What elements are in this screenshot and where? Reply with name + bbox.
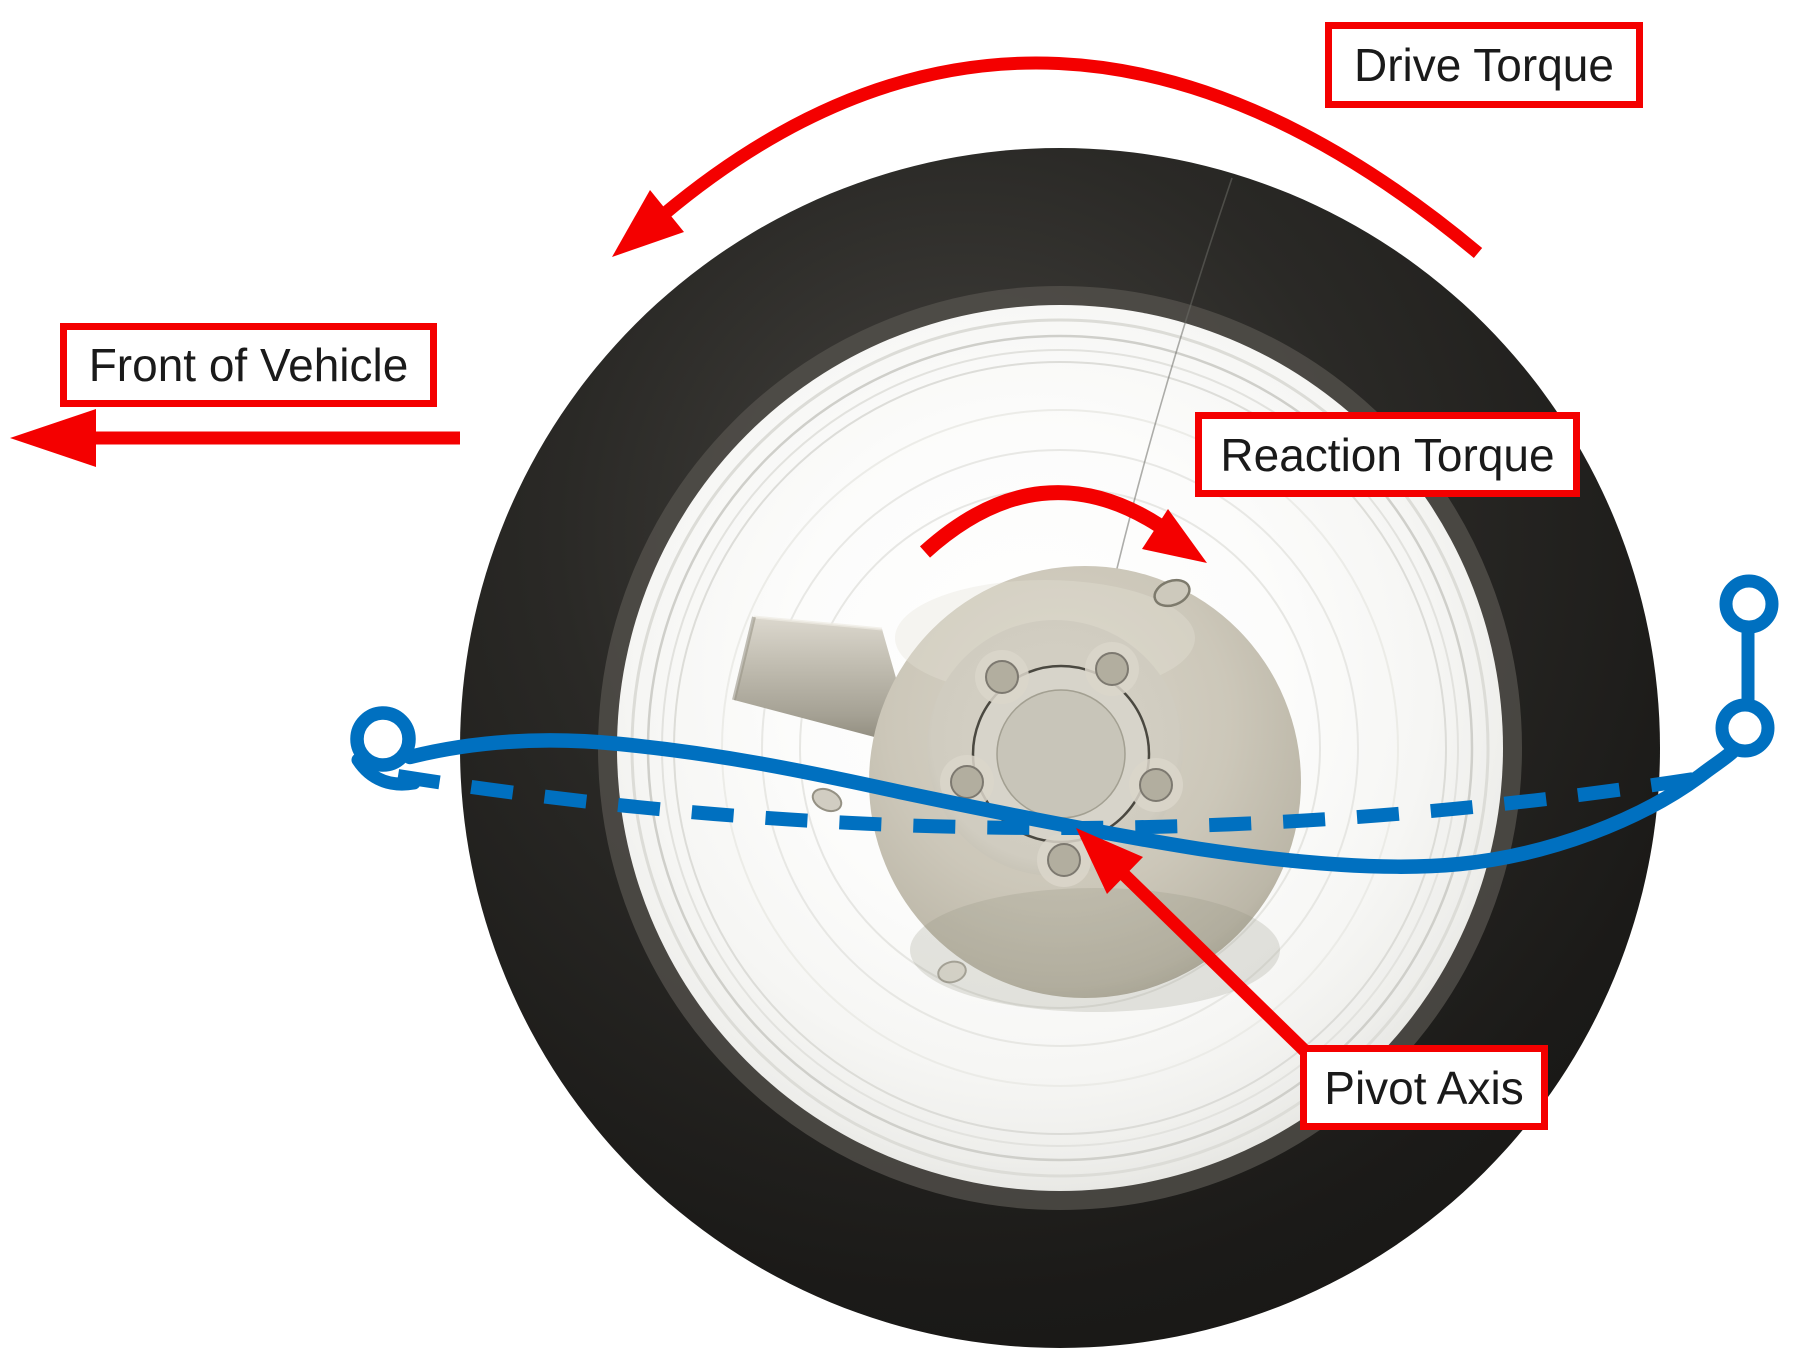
front-pivot-eye [350, 706, 416, 772]
drive-torque-arrow [612, 56, 1483, 258]
hub-center-disc [996, 689, 1126, 819]
pivot-axis-label: Pivot Axis [1300, 1045, 1548, 1130]
front-of-vehicle-label-text: Front of Vehicle [88, 339, 409, 391]
lower-link-eye [1715, 698, 1775, 758]
reaction-torque-label-text: Reaction Torque [1220, 428, 1555, 481]
upper-link-eye [1719, 574, 1779, 634]
lug-bolts [940, 642, 1183, 887]
hub-vent-holes [811, 578, 1191, 984]
pivot-axis-dashed-line [396, 769, 1715, 835]
front-of-vehicle-label: Front of Vehicle [60, 323, 437, 407]
reaction-torque-arrow [919, 485, 1207, 563]
swingarm-curve [402, 733, 1741, 874]
drive-torque-label: Drive Torque [1325, 22, 1643, 108]
front-of-vehicle-arrow [10, 409, 460, 467]
reaction-torque-label: Reaction Torque [1195, 412, 1580, 497]
pivot-axis-arrow [1076, 828, 1310, 1056]
pivot-axis-label-text: Pivot Axis [1324, 1061, 1524, 1114]
drive-torque-label-text: Drive Torque [1354, 39, 1614, 91]
front-pivot-eye-tail [351, 753, 421, 791]
swingarm-link-overlay [350, 574, 1779, 874]
axle-tube [732, 615, 916, 748]
